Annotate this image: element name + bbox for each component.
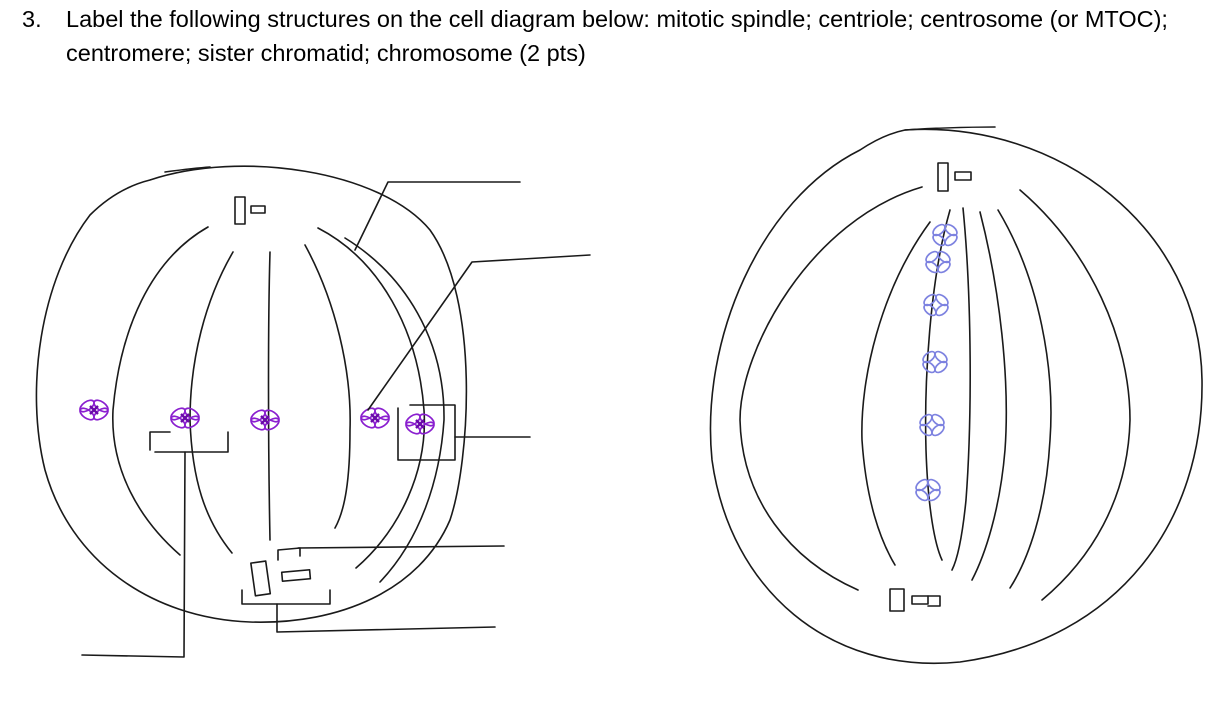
label-bracket-left <box>149 431 171 451</box>
chromosome <box>930 221 960 249</box>
chromosome <box>247 406 283 434</box>
right-cell-membrane <box>709 128 1203 665</box>
leader-line-centrosome <box>276 603 496 633</box>
chromosome-label-box <box>397 404 456 461</box>
label-leader-lines <box>81 181 591 658</box>
centrosome-label-box <box>241 589 331 605</box>
centriole-label-box <box>277 547 301 561</box>
top-centrosome <box>234 196 266 225</box>
bottom-centrosome <box>241 547 331 605</box>
leader-line-spindle <box>354 181 521 251</box>
right-mitotic-spindle <box>739 186 1131 601</box>
chromosome <box>917 411 947 439</box>
left-mitotic-spindle <box>112 226 445 583</box>
right-cell <box>709 126 1203 665</box>
membrane-stroke <box>164 166 211 173</box>
membrane-stroke <box>904 126 996 131</box>
chromosome <box>357 404 393 432</box>
spindle-fiber <box>112 226 209 556</box>
spindle-fiber <box>267 251 271 541</box>
centriole-vertical <box>889 588 905 612</box>
top-centriole-horizontal <box>250 205 266 214</box>
spindle-fiber <box>317 227 426 569</box>
bottom-centriole-vertical <box>250 560 272 597</box>
spindle-fiber <box>739 186 923 591</box>
centriole-edge <box>927 595 941 607</box>
left-cell-membrane <box>35 165 468 623</box>
left-chromosomes <box>76 396 438 438</box>
label-bracket-bottom <box>154 431 229 453</box>
right-chromosomes <box>913 221 960 504</box>
centriole-vertical <box>937 162 949 192</box>
chromosome <box>920 348 950 376</box>
spindle-fiber <box>1019 189 1131 601</box>
leader-line-centriole <box>297 545 505 549</box>
right-bottom-centrosome <box>889 588 941 612</box>
bottom-centriole-horizontal <box>280 568 312 583</box>
left-cell <box>35 165 591 658</box>
chromosome <box>76 396 112 424</box>
spindle-fiber <box>997 209 1052 589</box>
leader-line-centromere <box>81 451 186 658</box>
spindle-fiber <box>344 237 445 583</box>
top-centriole-vertical <box>234 196 246 225</box>
spindle-fiber <box>951 207 971 571</box>
right-top-centrosome <box>937 162 972 192</box>
question-number: 3. <box>22 6 42 32</box>
spindle-fiber <box>861 221 931 566</box>
spindle-fiber <box>304 244 351 529</box>
spindle-fiber <box>189 251 234 554</box>
chromosome <box>167 404 203 432</box>
centriole-horizontal <box>954 171 972 181</box>
chromosome <box>921 291 951 319</box>
leader-line-sister-chromatid <box>367 254 591 411</box>
spindle-fiber <box>971 211 1008 581</box>
question-text: Label the following structures on the ce… <box>66 6 1168 66</box>
chromosome <box>402 410 438 438</box>
centriole-horizontal <box>911 595 929 605</box>
